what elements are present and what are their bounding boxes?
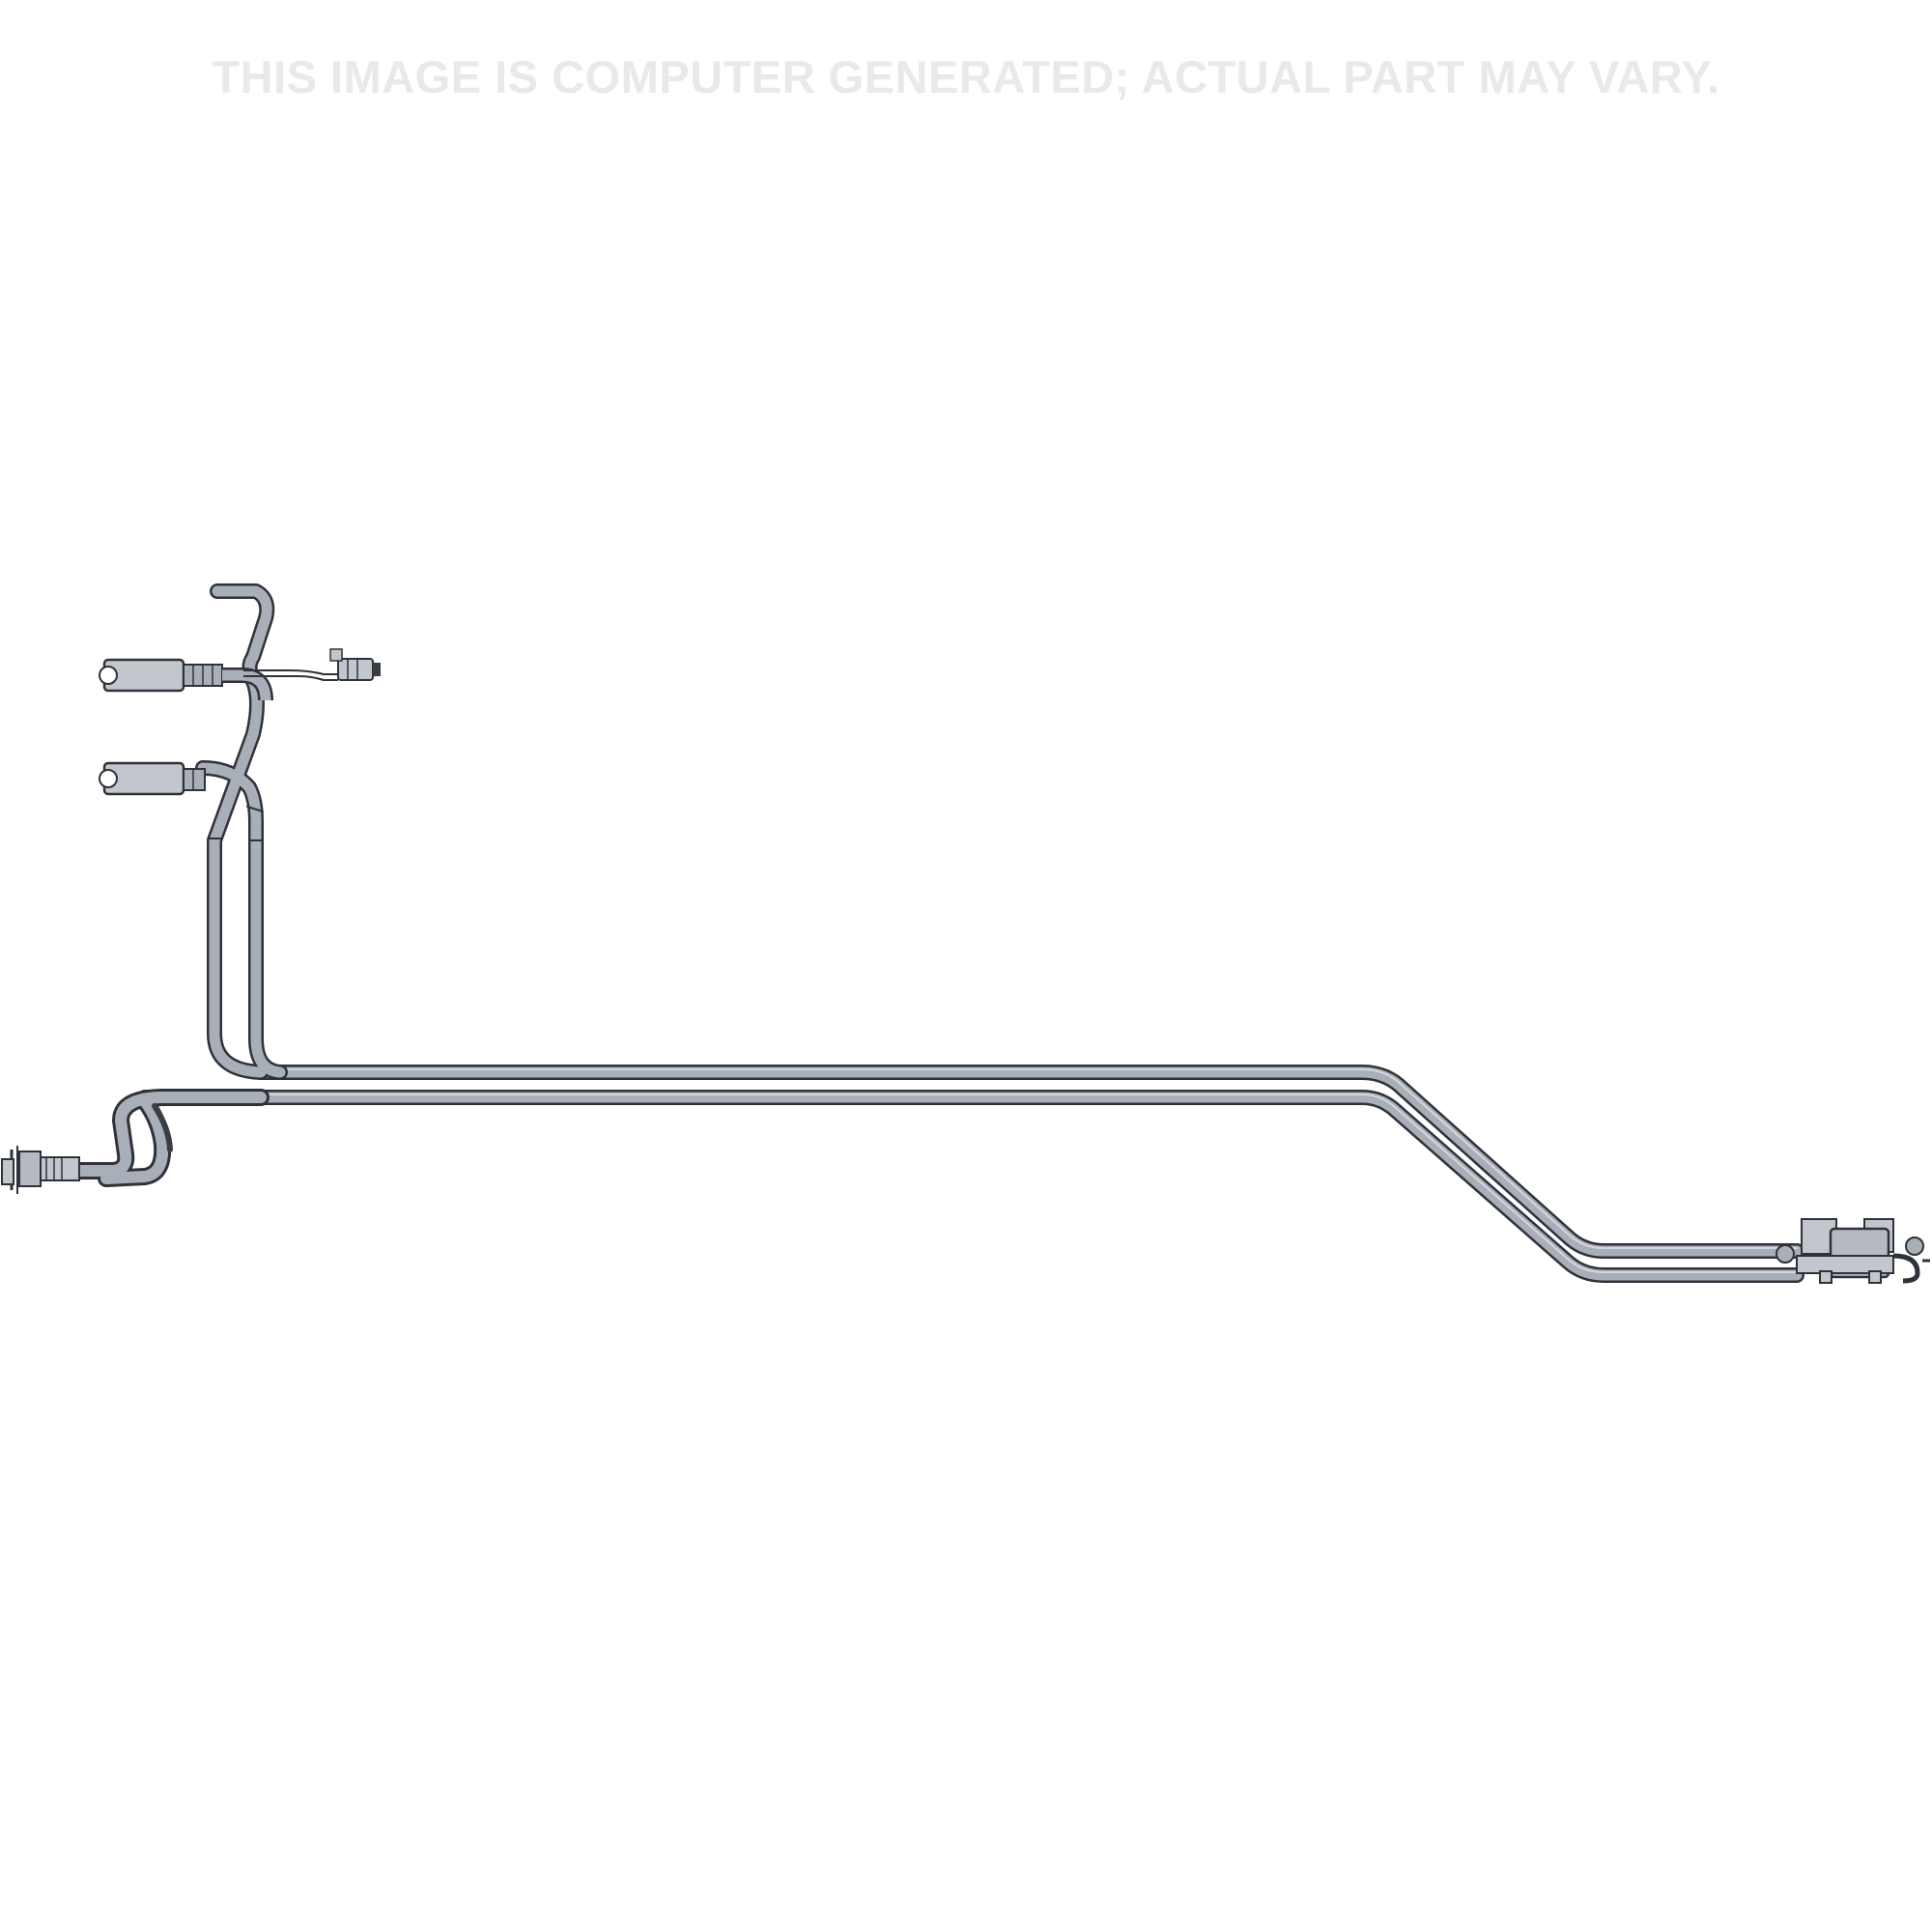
pigtail-wire xyxy=(243,675,338,681)
left-branch xyxy=(69,1089,270,1187)
upper-connector-middle xyxy=(99,761,206,796)
left-branch-loop-fill xyxy=(100,1095,169,1184)
pigtail-clip xyxy=(329,648,343,662)
upper-mid-connector-eye xyxy=(99,769,118,788)
right-connector-stub xyxy=(1905,1236,1924,1256)
trunk-tube-lower-fill xyxy=(139,1092,1803,1281)
right-connector-stub xyxy=(1776,1244,1795,1264)
riser-branches xyxy=(195,583,288,1080)
left-branch-shadow xyxy=(152,1103,173,1152)
trunk-tube-upper-highlight xyxy=(260,1068,1798,1249)
pigtail-wire xyxy=(243,669,338,675)
left-connector-body xyxy=(38,1156,80,1181)
pigtail-connector-latch xyxy=(373,663,381,676)
upper-top-connector-eye xyxy=(99,666,118,685)
right-connector-leg xyxy=(1868,1270,1882,1284)
right-connector-base xyxy=(1796,1255,1894,1274)
upper-top-tube-fill xyxy=(222,669,271,701)
right-end-connector xyxy=(1776,1218,1930,1284)
main-trunk xyxy=(137,1065,1804,1283)
upper-mid-connector-boot xyxy=(183,768,206,791)
disclaimer-watermark: THIS IMAGE IS COMPUTER GENERATED; ACTUAL… xyxy=(212,51,1720,102)
left-connector-tip xyxy=(1,1158,14,1185)
trunk-tube-upper-fill xyxy=(255,1066,1803,1257)
pigtail-connector xyxy=(337,658,374,681)
upper-connector-top xyxy=(99,648,381,701)
left-connector-collar xyxy=(18,1151,42,1187)
trunk-tube-lower-highlight xyxy=(144,1094,1798,1273)
left-end-connector xyxy=(1,1146,80,1194)
riser-segment-mark xyxy=(246,806,264,812)
right-connector-loop xyxy=(1892,1253,1920,1284)
right-connector-leg xyxy=(1819,1270,1833,1284)
riser-right-fill xyxy=(197,762,286,1078)
